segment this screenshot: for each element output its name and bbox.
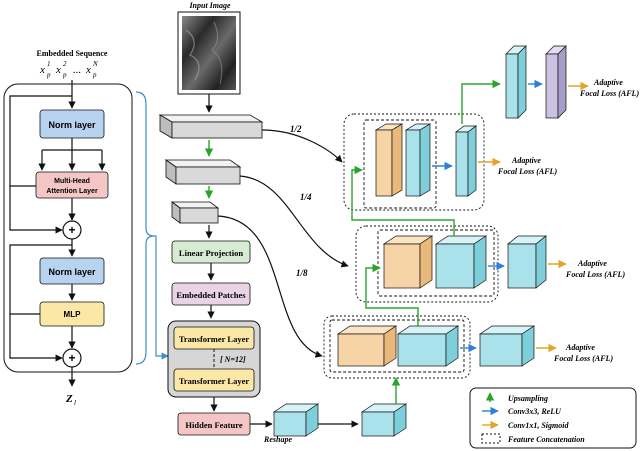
mlp-label: MLP bbox=[64, 310, 82, 319]
seq-sub2: p bbox=[62, 71, 67, 79]
legend-concat-swatch bbox=[481, 433, 501, 444]
legend-frame bbox=[469, 387, 637, 449]
top-cyan-slab bbox=[505, 45, 527, 119]
seq-subN: p bbox=[92, 71, 97, 79]
output-z: Z bbox=[65, 393, 73, 405]
reshape-cube-2 bbox=[360, 403, 408, 437]
legend-upsampling: Upsampling bbox=[508, 394, 548, 403]
input-image-title: Input Image bbox=[188, 1, 231, 10]
output-z-sub: l bbox=[74, 399, 76, 407]
stage2-output-slab bbox=[507, 235, 547, 289]
embedded-sequence-formula: x 1 p x 2 p ... x N p bbox=[39, 60, 98, 79]
seq-xN: x bbox=[85, 64, 91, 76]
mha-label-line1: Multi-Head bbox=[54, 178, 90, 185]
embedded-patches-label: Embedded Patches bbox=[176, 290, 246, 300]
stage1-inner-concat bbox=[363, 119, 437, 209]
reshape-cube-1 bbox=[272, 403, 320, 437]
legend: Upsampling Conv3x3, ReLU Conv1x1, Sigmoi… bbox=[469, 387, 637, 449]
stage3-output-cube bbox=[478, 325, 536, 367]
stage2-loss-line2: Focal Loss (AFL) bbox=[565, 270, 625, 279]
reshape-label: Reshape bbox=[263, 435, 292, 444]
residual-add-2-label: + bbox=[68, 351, 75, 365]
hidden-feature-label: Hidden Feature bbox=[185, 420, 242, 430]
legend-conv3: Conv3x3, ReLU bbox=[508, 407, 562, 416]
n-layers-label: [ N=12] bbox=[220, 355, 246, 364]
transformer-layer-top-label: Transformer Layer bbox=[179, 334, 249, 344]
stage2-orange-cube bbox=[382, 235, 434, 289]
scale-half-label: 1/2 bbox=[290, 124, 302, 134]
stage3-cyan-cube bbox=[396, 325, 460, 367]
top-purple-slab bbox=[545, 45, 567, 119]
legend-conv1: Conv1x1, Sigmoid bbox=[508, 421, 569, 430]
seq-x1: x bbox=[39, 64, 45, 76]
seq-sup1: 1 bbox=[47, 60, 51, 68]
stage2-loss-line1: Adaptive bbox=[577, 259, 607, 268]
residual-add-1-label: + bbox=[68, 223, 75, 237]
norm-layer-1-label: Norm layer bbox=[48, 120, 96, 130]
top-loss-line2: Focal Loss (AFL) bbox=[579, 89, 639, 98]
seq-x2: x bbox=[55, 64, 61, 76]
stage1-output-slab bbox=[454, 125, 478, 197]
scale-quarter-label: 1/4 bbox=[300, 192, 312, 202]
input-image-group: Input Image bbox=[177, 1, 241, 95]
input-image bbox=[182, 16, 236, 90]
stage3-orange-cube bbox=[336, 325, 398, 367]
patch-slab-3 bbox=[170, 201, 220, 224]
stage2-cyan-cube bbox=[434, 235, 488, 289]
seq-supN: N bbox=[92, 60, 98, 68]
seq-dots: ... bbox=[73, 64, 81, 76]
linear-projection-label: Linear Projection bbox=[179, 248, 243, 258]
patch-slab-2 bbox=[164, 159, 242, 185]
embedded-sequence-title: Embedded Sequence bbox=[37, 49, 108, 58]
stage1-loss-line2: Focal Loss (AFL) bbox=[497, 167, 557, 176]
transformer-layer-bottom bbox=[173, 368, 255, 392]
stage3-inner-concat bbox=[329, 319, 465, 373]
stage1-orange-slab bbox=[374, 123, 404, 197]
stage1-cyan-slab bbox=[404, 123, 432, 197]
encoder-frame bbox=[3, 83, 133, 373]
legend-concat: Feature Concatenation bbox=[507, 435, 585, 444]
top-loss-line1: Adaptive bbox=[593, 78, 623, 87]
encoder-panel: Embedded Sequence x 1 p x 2 p ... x N p … bbox=[3, 49, 133, 407]
seq-sup2: 2 bbox=[63, 60, 67, 68]
curly-brace bbox=[135, 91, 155, 365]
stage3-loss-line1: Adaptive bbox=[565, 343, 595, 352]
patch-slab-1 bbox=[158, 114, 264, 139]
mha-label-line2: Attention Layer bbox=[46, 188, 98, 195]
norm-layer-2-label: Norm layer bbox=[48, 267, 96, 277]
transformer-layer-bottom-label: Transformer Layer bbox=[179, 376, 249, 386]
scale-eighth-label: 1/8 bbox=[296, 268, 308, 278]
stage1-loss-line1: Adaptive bbox=[511, 156, 541, 165]
seq-sub1: p bbox=[46, 71, 51, 79]
stage2-inner-concat bbox=[377, 229, 495, 297]
stage3-loss-line2: Focal Loss (AFL) bbox=[553, 354, 613, 363]
